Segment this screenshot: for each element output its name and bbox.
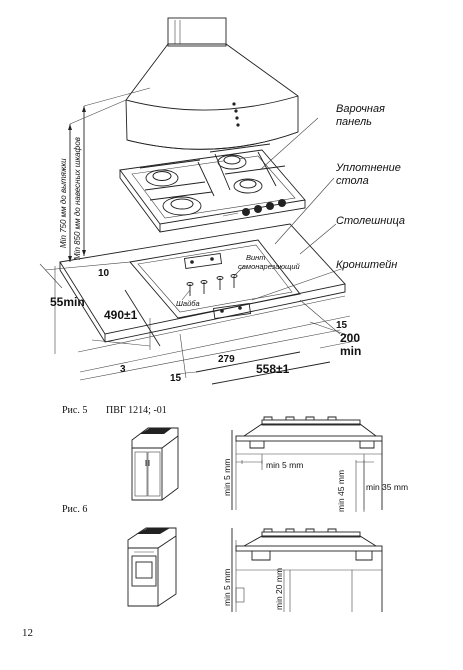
page-number: 12 <box>22 627 33 639</box>
fig6-dim-left-min5: min 5 mm <box>222 569 232 606</box>
dim-55min: 55min <box>50 295 85 309</box>
fig5-dim-top-min5: min 5 mm <box>266 460 303 470</box>
label-seal-1: Уплотнение <box>335 162 401 174</box>
note-hood-min: Min 750 мм до вытяжки <box>59 158 68 248</box>
label-hob-1: Варочная <box>336 103 385 115</box>
dim-15-left: 15 <box>170 373 182 384</box>
dim-15-right: 15 <box>336 320 348 331</box>
bracket-top <box>183 253 223 269</box>
label-countertop: Столешница <box>336 215 405 227</box>
seal-leader <box>274 177 335 245</box>
screw-parts <box>186 274 238 296</box>
fig5-cabinet-perspective <box>131 427 179 501</box>
dim-490: 490±1 <box>104 308 138 322</box>
caption-fig6: Рис. 6 <box>62 504 87 515</box>
dim-3: 3 <box>120 364 126 375</box>
label-seal-2: стола <box>336 175 369 187</box>
countertop <box>54 223 351 381</box>
dim-200-unit: min <box>340 344 361 358</box>
gas-hob <box>119 143 306 233</box>
countertop-leader <box>299 223 337 255</box>
cutout-dimensions <box>39 261 361 385</box>
bracket-bottom <box>212 303 252 319</box>
range-hood <box>125 17 299 150</box>
fig5-dim-left-min5: min 5 mm <box>222 459 232 496</box>
label-hob-2: панель <box>336 116 372 128</box>
fig6-dim-min20: min 20 mm <box>274 568 284 610</box>
fig5-dim-min45: min 45 mm <box>336 470 346 512</box>
dim-558: 558±1 <box>256 362 290 376</box>
label-screw-2: самонарезающий <box>238 262 301 271</box>
label-bracket: Кронштейн <box>336 259 397 271</box>
caption-fig5: Рис. 5 <box>62 405 87 416</box>
fig6-cross-section <box>231 528 383 612</box>
dim-200: 200 <box>340 331 360 345</box>
caption-model: ПВГ 1214; -01 <box>106 405 167 416</box>
label-screw-1: Винт <box>246 253 266 262</box>
height-dimensions <box>68 87 151 262</box>
note-cabinet-min: Min 850 мм до навесных шкафов <box>73 137 82 260</box>
bracket-leader <box>251 267 345 301</box>
fig5-cross-section <box>231 416 383 512</box>
fig6-oven-cabinet-perspective <box>127 527 177 607</box>
dim-279: 279 <box>218 354 235 365</box>
label-washer: Шайба <box>176 299 200 308</box>
dim-10: 10 <box>98 268 110 279</box>
hob-leader <box>259 117 319 171</box>
fig5-dim-min35: min 35 mm <box>366 482 408 492</box>
